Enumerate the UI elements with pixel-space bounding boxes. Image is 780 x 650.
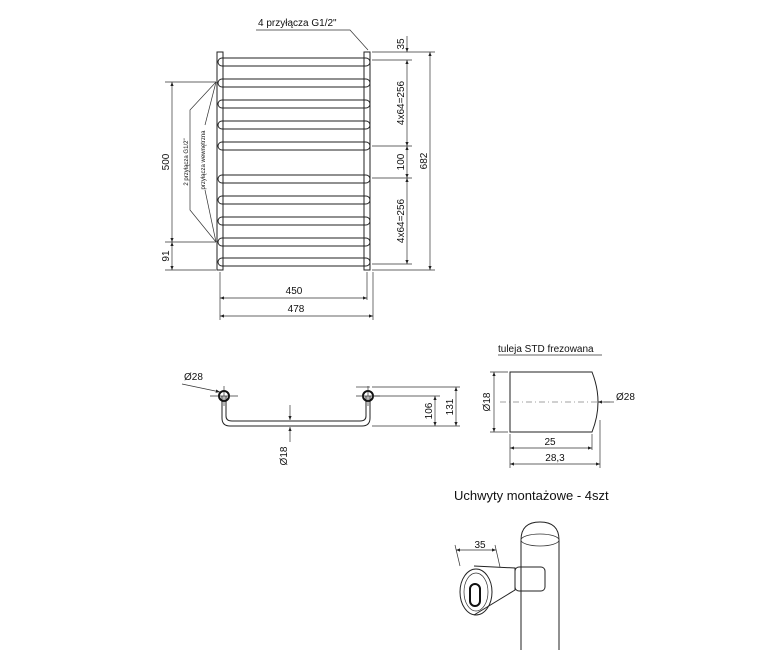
dim-height: 682 — [419, 152, 430, 169]
left-pipe — [216, 51, 224, 271]
dim-upper-pitch: 4x64=256 — [396, 80, 407, 125]
dim-depth-total: 131 — [445, 398, 456, 415]
side-note-2: przyłącza wewnętrzna — [201, 130, 207, 190]
bracket-dim-length: 35 — [474, 540, 486, 551]
rung — [217, 257, 371, 267]
side-note-1: 2 przyłącza G1/2" — [184, 138, 190, 185]
dim-connector-spacing: 500 — [161, 153, 172, 170]
connectors-leader — [256, 29, 369, 51]
dim-gap: 100 — [396, 153, 407, 170]
dim-bar-diameter: Ø18 — [279, 446, 290, 465]
bracket-pipe — [520, 521, 560, 650]
sleeve-dim-inner: Ø18 — [482, 392, 493, 411]
rung — [217, 174, 371, 184]
dim-lower-pitch: 4x64=256 — [396, 198, 407, 243]
rung — [217, 120, 371, 130]
brackets-title: Uchwyty montażowe - 4szt — [454, 488, 609, 503]
dim-depth-axis: 106 — [424, 402, 435, 419]
sleeve-title: tuleja STD frezowana — [498, 344, 594, 355]
top-view: Ø28 Ø18 106 131 — [181, 372, 460, 465]
rung — [217, 78, 371, 88]
bracket-face — [459, 568, 493, 616]
connector-leader-left — [189, 81, 217, 243]
dim-pipe-diameter: Ø28 — [184, 372, 203, 383]
bracket-view: Uchwyty montażowe - 4szt 35 — [454, 488, 609, 650]
sleeve-dim-length: 25 — [544, 437, 556, 448]
sleeve-dim-outer: Ø28 — [616, 392, 635, 403]
dim-top: 35 — [396, 38, 407, 50]
rung — [217, 141, 371, 151]
bracket-slot — [469, 583, 481, 607]
rung — [217, 237, 371, 247]
rung — [217, 99, 371, 109]
sleeve-dim-length-total: 28,3 — [545, 453, 565, 464]
sleeve-body — [509, 371, 599, 433]
connectors-label: 4 przyłącza G1/2" — [258, 18, 337, 29]
dim-bottom: 91 — [161, 250, 172, 262]
right-pipe — [363, 51, 371, 271]
rungs — [217, 57, 371, 267]
dim-total-width: 478 — [288, 304, 305, 315]
rung — [217, 195, 371, 205]
sleeve-view: tuleja STD frezowana Ø18 Ø28 25 28,3 — [482, 344, 635, 468]
bracket-collar — [514, 566, 546, 592]
rung — [217, 216, 371, 226]
rung — [217, 57, 371, 67]
dim-axis-width: 450 — [286, 286, 303, 297]
front-view: 4 przyłącza G1/2" 35 4x64=256 100 4x64=2… — [161, 18, 435, 320]
